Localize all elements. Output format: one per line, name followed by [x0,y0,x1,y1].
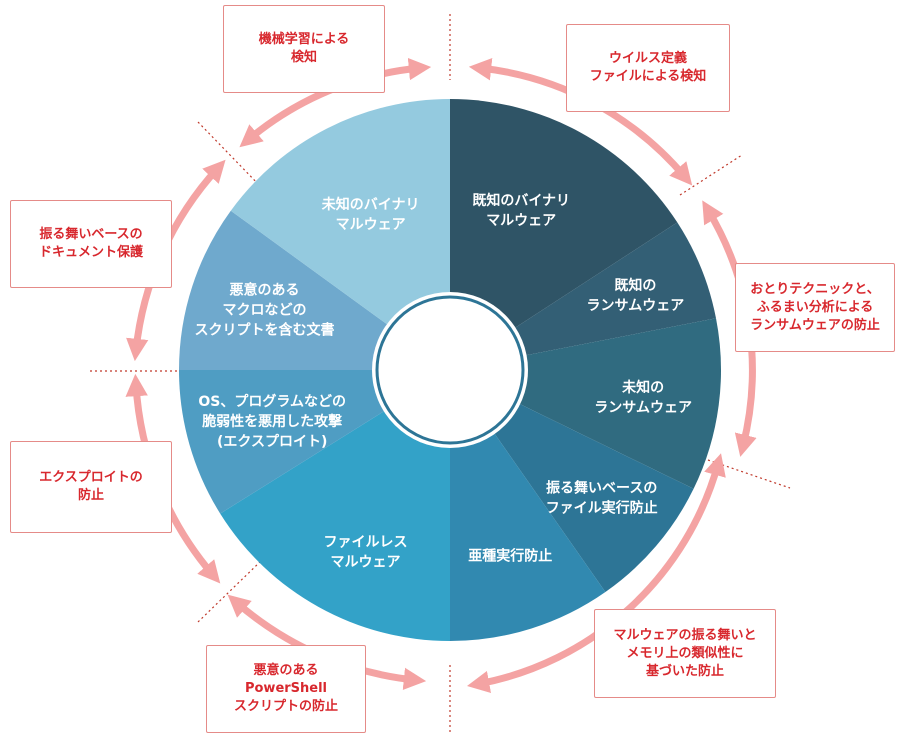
divider-upper-right [679,154,743,196]
callout-text: ドキュメント保護 [38,245,143,260]
callout-text: ランサムウェアの防止 [750,317,880,333]
divider-lines [90,14,791,732]
callout-ml-detection: 機械学習による 検知 [223,5,385,93]
callout-text: 機械学習による [258,32,350,47]
callout-text: 検知 [290,50,317,65]
callout-text: スクリプトの防止 [233,699,338,714]
segment-label-exploit: OS、プログラムなどの脆弱性を悪用した攻撃 (エクスプロイト) [198,393,346,450]
callout-text: ウイルス定義 [608,51,687,66]
segment-label-line: 脆弱性を悪用した攻撃 [201,413,342,430]
segment-label-line: 既知のバイナリ [472,192,570,209]
segment-label-line: ランサムウェア [594,400,692,416]
callout-memory-similarity: マルウェアの振る舞いと メモリ上の類似性に 基づいた防止 [594,609,776,698]
segment-label-line: マルウェア [486,213,556,229]
callout-text: PowerShell [244,681,328,696]
callout-text: 振る舞いベースの [39,227,143,242]
center-ring-stroke [375,295,525,445]
segment-label-line: スクリプトを含む文書 [195,322,335,339]
callout-text: 防止 [77,488,104,503]
callout-text: 基づいた防止 [645,663,724,679]
segment-label-line: OS、プログラムなどの [198,393,346,410]
segment-label-behavior-file-exec: 振る舞いベースのファイル実行防止 [546,479,658,516]
segment-label-line: マルウェア [331,554,401,570]
segment-label-unknown-binary: 未知のバイナリマルウェア [322,196,420,233]
segment-label-unknown-ransomware: 未知のランサムウェア [594,379,692,416]
segment-label-line: ファイルレス [324,534,408,550]
segment-label-line: 未知のバイナリ [322,196,420,213]
segment-label-line: マルウェア [336,217,406,233]
segment-label-line: (エクスプロイト) [217,434,327,450]
callout-text: おとりテクニックと、 [750,281,880,297]
segment-label-line: ファイル実行防止 [546,499,658,516]
callout-behavior-doc-protection: 振る舞いベースの ドキュメント保護 [10,200,172,288]
segment-behavior-file-exec [450,370,694,592]
segment-label-line: 未知の [622,379,664,396]
segment-label-fileless: ファイルレスマルウェア [324,534,408,570]
double-arrow-3 [466,453,726,693]
segment-known-binary [450,98,678,370]
callout-virus-definition: ウイルス定義 ファイルによる検知 [566,24,730,112]
callout-powershell-prevention: 悪意のある PowerShell スクリプトの防止 [206,645,366,733]
callout-exploit-prevention: エクスプロイトの 防止 [10,441,172,533]
callout-text: ファイルによる検知 [589,69,707,84]
callout-text: メモリ上の類似性に [626,645,744,661]
callout-text: ふるまい分析による [756,299,874,315]
segment-label-line: 振る舞いベースの [546,479,657,496]
segment-unknown-binary [230,99,450,370]
segment-label-malicious-macro: 悪意のあるマクロなどのスクリプトを含む文書 [195,282,335,339]
segment-malicious-macro [179,210,450,370]
callout-text: エクスプロイトの [39,470,143,485]
segment-label-known-ransomware: 既知のランサムウェア [587,277,685,314]
segment-label-known-binary: 既知のバイナリマルウェア [472,192,570,229]
center-ring-outer [372,292,528,448]
segment-label-line: ランサムウェア [587,298,685,314]
callout-text: マルウェアの振る舞いと [613,627,757,643]
segment-fileless [220,370,450,641]
segment-label-line: 悪意のある [230,282,300,299]
segment-labels: 既知のバイナリマルウェア既知のランサムウェア未知のランサムウェア振る舞いベースの… [195,192,692,570]
segment-label-line: マクロなどの [223,303,307,319]
segment-label-line: 既知の [614,277,656,294]
segment-variant-exec [450,370,606,641]
segment-label-variant-exec: 亜種実行防止 [468,548,552,565]
callout-text: 悪意のある [253,663,319,678]
divider-upper-left [197,121,263,189]
callout-decoy-technique: おとりテクニックと、 ふるまい分析による ランサムウェアの防止 [735,263,895,352]
segment-label-line: 亜種実行防止 [468,548,552,565]
